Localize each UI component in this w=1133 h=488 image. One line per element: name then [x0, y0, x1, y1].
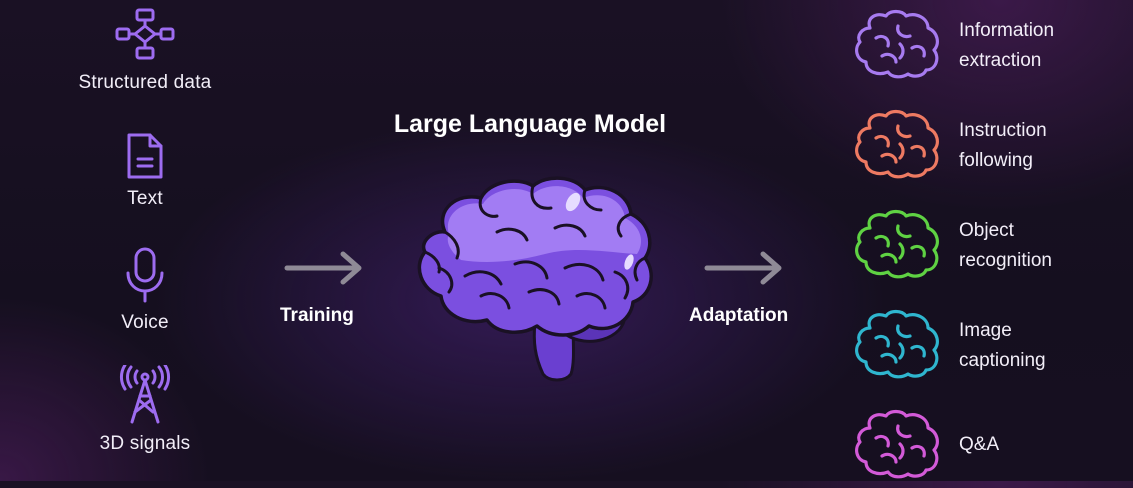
- signal-tower-icon: [120, 365, 170, 424]
- output-label-line1: Q&A: [959, 434, 1000, 455]
- brain-icon: [855, 309, 939, 379]
- adaptation-arrow-icon: [704, 251, 782, 285]
- output-label-line2: following: [959, 150, 1033, 171]
- output-label-line1: Object: [959, 220, 1014, 241]
- output-instruction-following: Instruction following: [852, 108, 1122, 188]
- input-label: Voice: [121, 312, 169, 333]
- document-icon: [127, 133, 163, 179]
- input-voice: Voice: [25, 246, 265, 334]
- output-qa: Q&A: [852, 408, 1122, 488]
- output-object-recognition: Object recognition: [852, 208, 1122, 288]
- adaptation-label: Adaptation: [689, 305, 789, 326]
- brain-icon: [417, 176, 653, 382]
- input-label: Structured data: [78, 72, 212, 93]
- brain-icon: [855, 209, 939, 279]
- output-label-line2: captioning: [959, 350, 1046, 371]
- input-text: Text: [25, 132, 265, 210]
- output-label-line1: Instruction: [959, 120, 1047, 141]
- input-label: 3D signals: [99, 433, 191, 454]
- brain-icon: [855, 9, 939, 79]
- diagram-title: Large Language Model: [393, 110, 667, 138]
- training-arrow-icon: [284, 251, 362, 285]
- training-label: Training: [280, 305, 354, 326]
- brain-icon: [855, 109, 939, 179]
- output-information-extraction: Information extraction: [852, 8, 1122, 88]
- brain-icon: [855, 409, 939, 479]
- output-label-line2: recognition: [959, 250, 1052, 271]
- output-label-line2: extraction: [959, 50, 1042, 71]
- output-label-line1: Image: [959, 320, 1012, 341]
- output-image-captioning: Image captioning: [852, 308, 1122, 388]
- output-label-line1: Information: [959, 20, 1055, 41]
- input-structured-data: Structured data: [25, 6, 265, 94]
- flowchart-icon: [115, 8, 175, 60]
- input-3d-signals: 3D signals: [25, 365, 265, 455]
- microphone-icon: [126, 247, 164, 303]
- input-label: Text: [127, 188, 163, 209]
